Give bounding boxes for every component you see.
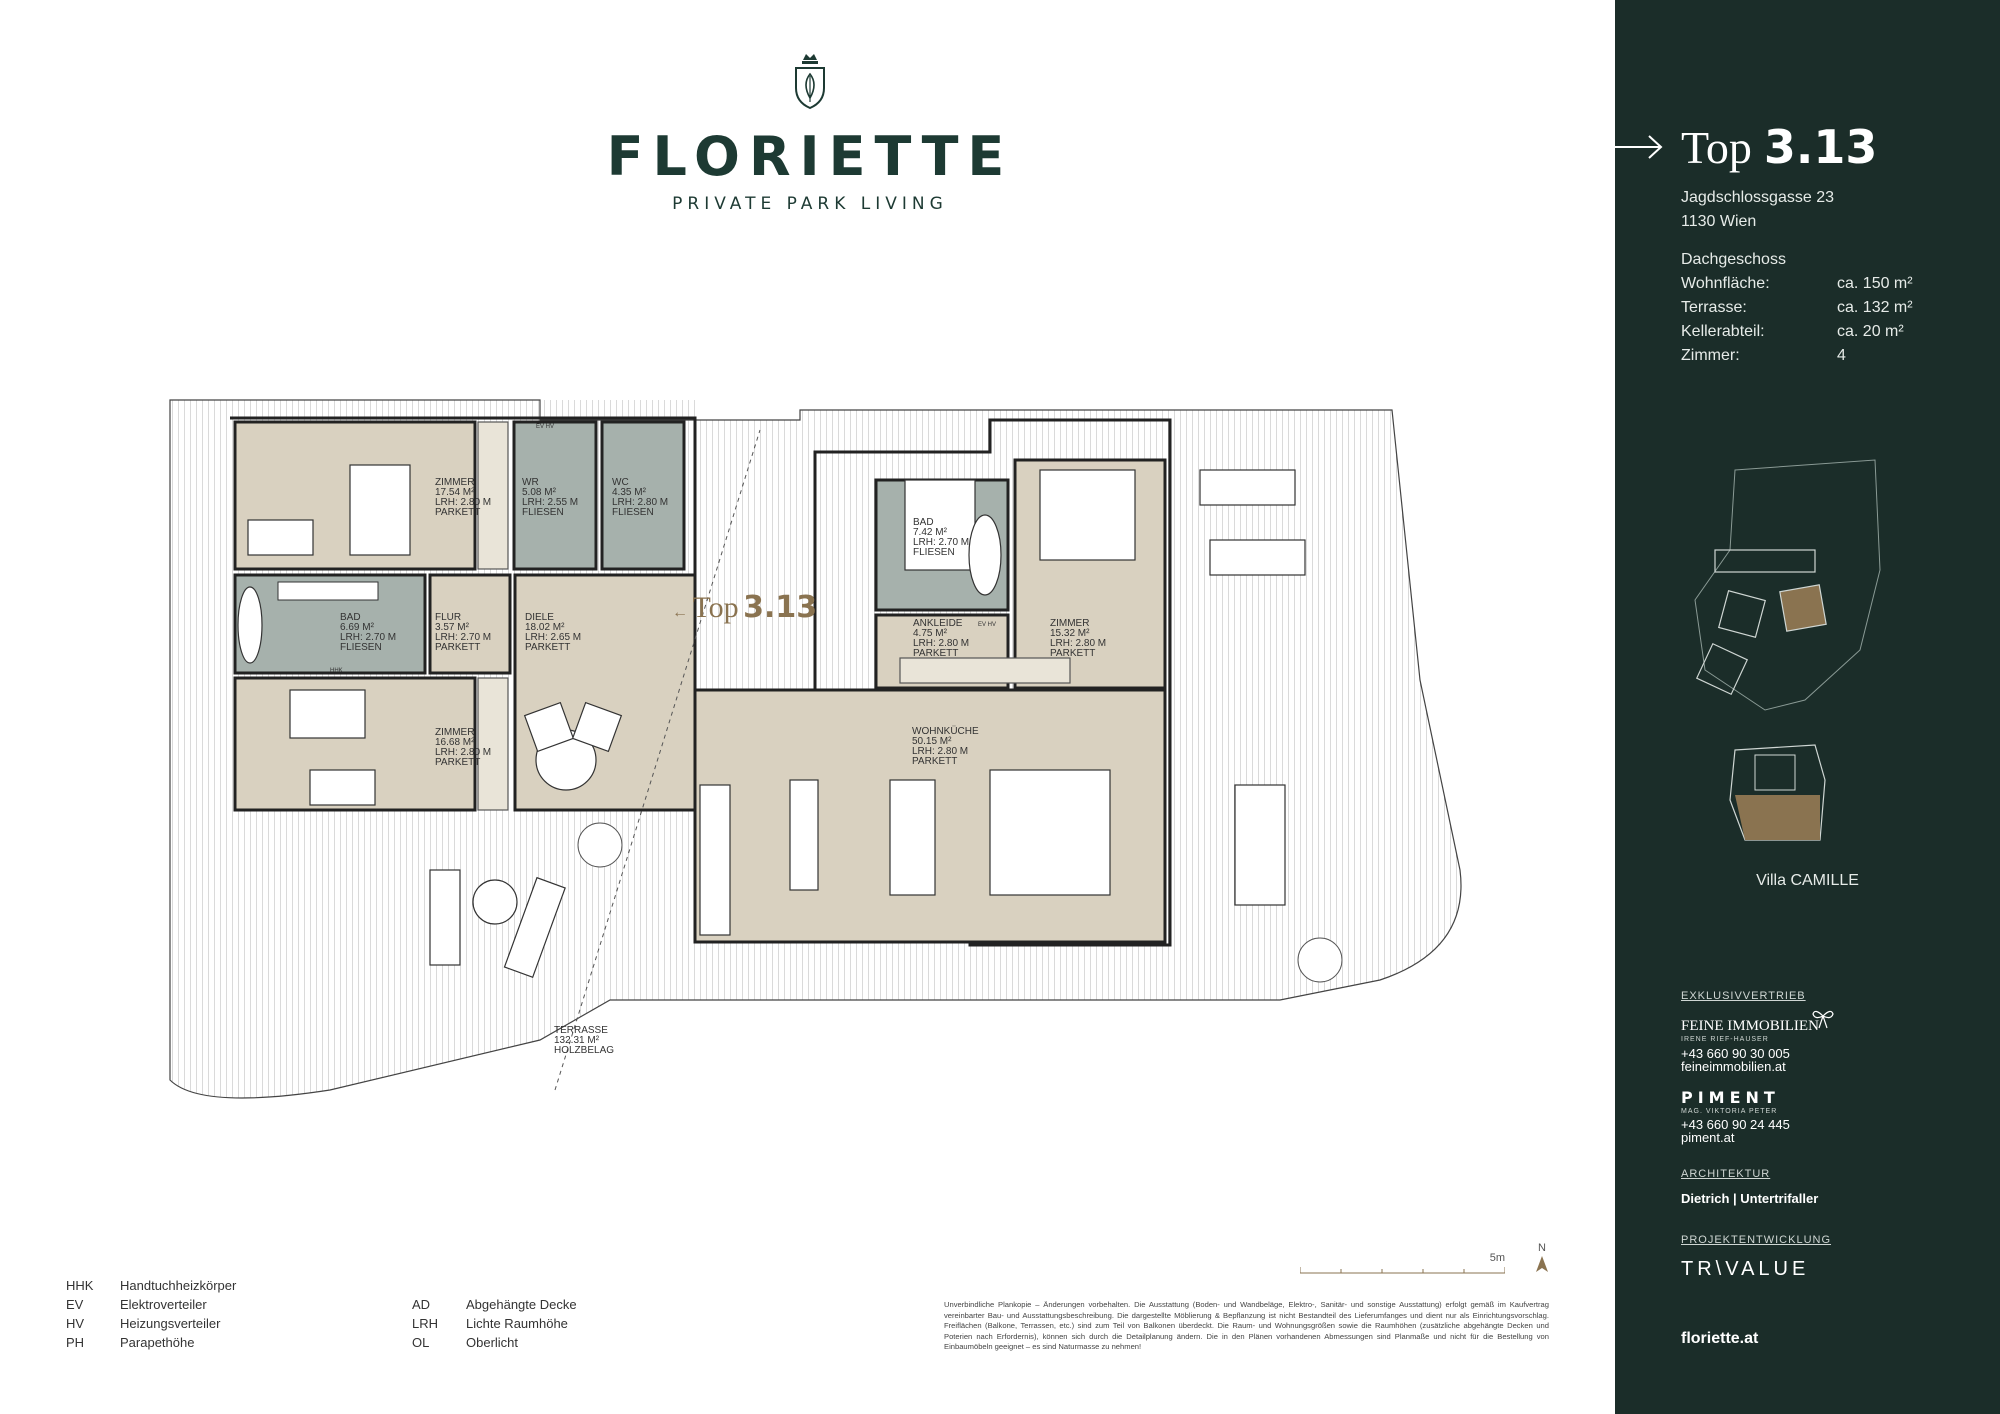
scale-label: 5m bbox=[1489, 1252, 1505, 1264]
crest-logo-icon bbox=[795, 54, 825, 110]
fact-row: Zimmer:4 bbox=[1681, 347, 1846, 364]
north-arrow-icon bbox=[1536, 1256, 1548, 1272]
wardrobe-1 bbox=[477, 421, 509, 570]
tag-ev-hv-2: EV HV bbox=[978, 622, 996, 628]
marker-number: 3.13 bbox=[743, 590, 818, 625]
tag-hhk: HHK bbox=[330, 668, 343, 674]
unit-number: 3.13 bbox=[1763, 120, 1878, 174]
firm2-name: PIMENT bbox=[1681, 1088, 1780, 1107]
architect-name: Dietrich | Untertrifaller bbox=[1681, 1191, 1819, 1206]
fact-row: Wohnfläche:ca. 150 m² bbox=[1681, 275, 1913, 292]
disclaimer-text: Unverbindliche Plankopie – Änderungen vo… bbox=[944, 1300, 1549, 1351]
scale-ruler-icon bbox=[1299, 1267, 1506, 1274]
tag-ev-hv-1: EV HV bbox=[536, 424, 554, 430]
floor-label: Dachgeschoss bbox=[1681, 251, 1786, 268]
fact-row: Terrasse:ca. 132 m² bbox=[1681, 299, 1913, 316]
firm1-contact-name: IRENE RIEF-HAUSER bbox=[1681, 1036, 1769, 1043]
sales-heading: EXKLUSIVVERTRIEB bbox=[1681, 990, 1806, 1002]
unit-label: Top bbox=[1681, 121, 1752, 173]
bow-icon bbox=[1812, 1010, 1834, 1029]
room-wr bbox=[512, 420, 598, 571]
arrow-right-icon bbox=[1615, 135, 1663, 159]
developer-name: TR\VALUE bbox=[1681, 1258, 1810, 1280]
firm1-name: FEINE IMMOBILIEN bbox=[1681, 1018, 1819, 1034]
north-label: N bbox=[1538, 1242, 1546, 1254]
unit-heading: Top 3.13 bbox=[1615, 120, 1877, 174]
firm2-contact-name: MAG. VIKTORIA PETER bbox=[1681, 1108, 1778, 1115]
firm1-website[interactable]: feineimmobilien.at bbox=[1681, 1059, 1786, 1074]
firm2-phone[interactable]: +43 660 90 24 445 bbox=[1681, 1117, 1790, 1132]
architecture-heading: ARCHITEKTUR bbox=[1681, 1168, 1771, 1180]
scale-bar: 5m bbox=[1299, 1252, 1506, 1282]
development-heading: PROJEKTENTWICKLUNG bbox=[1681, 1234, 1832, 1246]
building-key-plan bbox=[1729, 744, 1826, 841]
unit-marker: ← Top 3.13 bbox=[672, 590, 817, 625]
north-indicator: N bbox=[1532, 1242, 1552, 1277]
arrow-left-icon: ← bbox=[672, 604, 688, 621]
address-city: 1130 Wien bbox=[1681, 213, 1757, 230]
brand-tagline: PRIVATE PARK LIVING bbox=[672, 194, 948, 214]
brand-name: FLORIETTE bbox=[606, 125, 1014, 188]
fact-row: Kellerabteil:ca. 20 m² bbox=[1681, 323, 1904, 340]
wardrobe-2 bbox=[477, 677, 509, 811]
site-plan-map bbox=[1694, 459, 1881, 711]
firm2-website[interactable]: piment.at bbox=[1681, 1130, 1735, 1145]
marker-label: Top bbox=[692, 591, 739, 624]
address-street: Jagdschlossgasse 23 bbox=[1681, 189, 1834, 206]
website-link[interactable]: floriette.at bbox=[1681, 1330, 1759, 1347]
address: Jagdschlossgasse 23 1130 Wien bbox=[1681, 186, 1834, 234]
info-sidebar: Top 3.13 Jagdschlossgasse 23 1130 Wien D… bbox=[1615, 0, 2000, 1414]
villa-name: Villa CAMILLE bbox=[1756, 872, 1859, 889]
brand-header: FLORIETTE PRIVATE PARK LIVING bbox=[560, 52, 1060, 214]
unit-facts: Dachgeschoss Wohnfläche:ca. 150 m² Terra… bbox=[1681, 248, 1913, 368]
room-wc bbox=[600, 420, 686, 571]
firm1-phone[interactable]: +43 660 90 30 005 bbox=[1681, 1046, 1790, 1061]
room-flur bbox=[428, 573, 512, 675]
